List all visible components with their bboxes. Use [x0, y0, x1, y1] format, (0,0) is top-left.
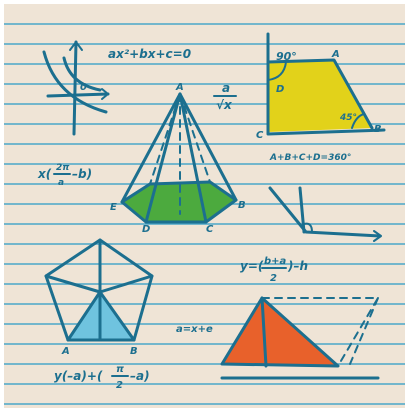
trapezoid-label-d: D [276, 84, 284, 95]
pyramid-apex-label: A [175, 82, 184, 93]
pentagon-label-b: B [130, 346, 138, 357]
trapezoid-label-a: A [331, 49, 340, 60]
origin-label: 0 [80, 82, 87, 93]
pyramid-label-b: B [238, 200, 246, 211]
graph-axes-with-curves [42, 40, 110, 136]
bottom-expression-fraction-den: 2 [116, 380, 123, 391]
bottom-expression-fraction-num: π [116, 364, 124, 375]
pyramid-figure [120, 92, 238, 224]
trapezoid-label-c: C [256, 130, 264, 141]
prism-figure [220, 296, 380, 380]
pentagon-label-a: A [61, 346, 70, 357]
fraction-numerator: a [222, 81, 230, 95]
angle-sum-equation: A+B+C+D=360° [269, 153, 351, 163]
left-expression-fraction-den: a [58, 178, 64, 188]
fraction-denominator: √x [216, 98, 233, 112]
left-expression-fraction-num: 2π [56, 163, 70, 173]
trapezoid-angle-90: 90° [276, 50, 297, 63]
y-expression-fraction-num: b+a [264, 256, 287, 267]
left-expression-start: x( [37, 167, 52, 181]
y-expression-fraction-den: 2 [270, 273, 277, 284]
left-expression-end: –b) [72, 167, 92, 181]
trapezoid-angle-45: 45° [339, 113, 357, 123]
prism-front-face [222, 298, 338, 366]
pentagon-figure [44, 238, 154, 342]
quadratic-equation: ax²+bx+c=0 [108, 47, 191, 61]
small-axes-figure [268, 186, 382, 242]
trapezoid-label-b: B [374, 124, 382, 135]
bottom-expression-start: y(–a)+( [54, 369, 103, 383]
trapezoid-figure [266, 32, 386, 136]
pyramid-label-d: D [142, 224, 150, 235]
y-expression-end: )–h [287, 259, 308, 273]
bottom-expression-end: –a) [130, 369, 150, 383]
y-expression-start: y=( [240, 259, 264, 273]
trapezoid-shape [268, 60, 372, 132]
small-equation: a=x+e [176, 324, 213, 335]
pyramid-label-e: E [110, 202, 117, 213]
pyramid-label-c: C [206, 224, 214, 235]
